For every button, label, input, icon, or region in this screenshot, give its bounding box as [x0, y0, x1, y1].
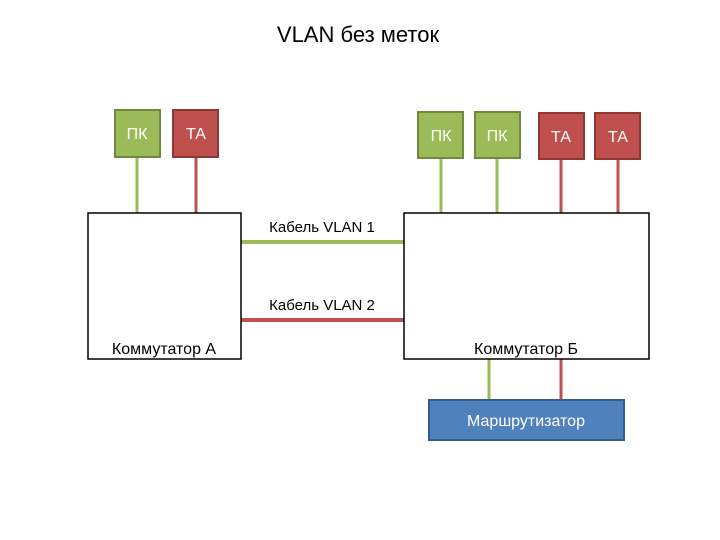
phone-node: ТА — [172, 109, 219, 158]
phone-node: ТА — [538, 112, 585, 160]
pc-node: ПК — [417, 111, 464, 159]
pc-node: ПК — [474, 111, 521, 159]
pc-label: ПК — [127, 126, 149, 143]
switch-a-label: Коммутатор А — [112, 341, 216, 358]
vlan2-cable-label: Кабель VLAN 2 — [269, 297, 375, 314]
phone-label: ТА — [551, 129, 571, 146]
phone-label: ТА — [186, 126, 206, 143]
pc-label: ПК — [431, 128, 453, 145]
vlan1-cable-label: Кабель VLAN 1 — [269, 219, 375, 236]
phone-node: ТА — [594, 112, 641, 160]
phone-label: ТА — [608, 129, 628, 146]
router-label: Маршрутизатор — [467, 413, 585, 430]
router-node: Маршрутизатор — [428, 399, 625, 441]
diagram-title: VLAN без меток — [276, 22, 440, 47]
pc-node: ПК — [114, 109, 161, 158]
pc-label: ПК — [487, 128, 509, 145]
switch-a: Коммутатор А — [87, 212, 242, 360]
switch-b-label: Коммутатор Б — [474, 341, 578, 358]
switch-b: Коммутатор Б — [403, 212, 650, 360]
